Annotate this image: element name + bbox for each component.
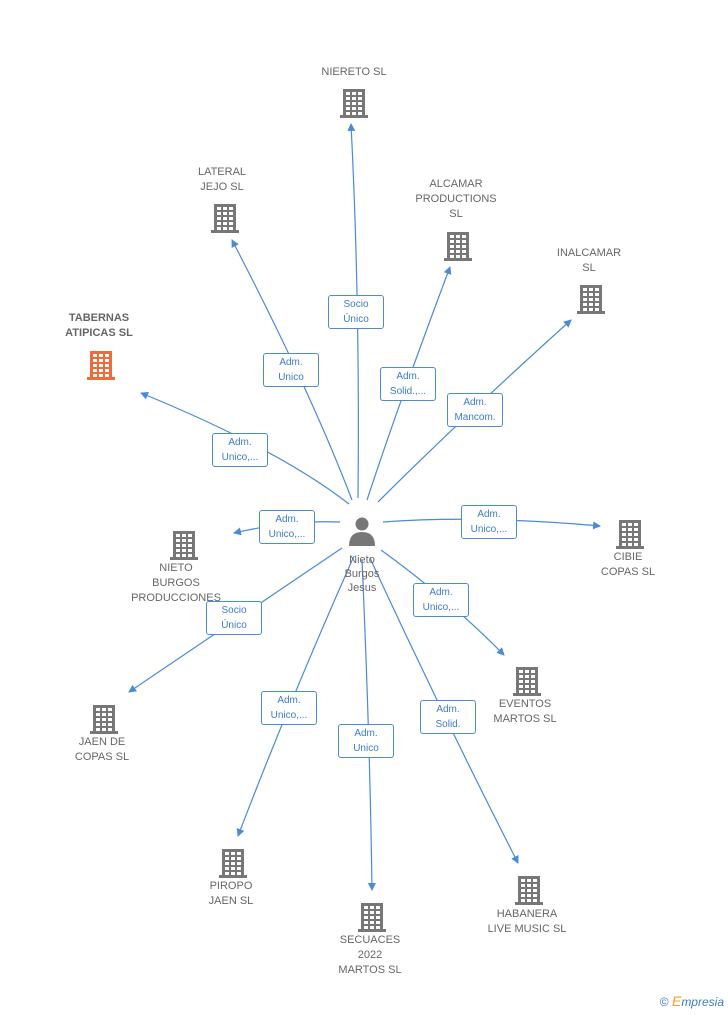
edge-role-badge-cibie[interactable]: Adm. Unico,...: [461, 505, 517, 539]
company-label-piropo[interactable]: PIROPO JAEN SL: [208, 880, 254, 907]
habanera-building-icon[interactable]: [515, 876, 543, 905]
brand-logo-initial: E: [671, 993, 682, 1009]
person-body-icon: [349, 532, 375, 546]
edge-role-badge-tabernas[interactable]: Adm. Unico,...: [212, 433, 268, 467]
eventos-building-icon[interactable]: [513, 667, 541, 696]
person-node[interactable]: [349, 517, 375, 547]
company-label-tabernas[interactable]: TABERNAS ATIPICAS SL: [65, 312, 133, 339]
secuaces-building-icon[interactable]: [358, 903, 386, 932]
edge-role-badge-lateral[interactable]: Adm. Unico: [263, 353, 319, 387]
edge-role-badge-habanera[interactable]: Adm. Solid.: [420, 700, 476, 734]
lateral-building-icon[interactable]: [211, 204, 239, 233]
edge-role-badge-eventos[interactable]: Adm. Unico,...: [413, 583, 469, 617]
nieto_burgos-building-icon[interactable]: [170, 531, 198, 560]
company-label-jaen[interactable]: JAEN DE COPAS SL: [74, 736, 130, 763]
company-label-nieto_burgos[interactable]: NIETO BURGOS PRODUCCIONES: [131, 562, 221, 604]
company-label-lateral[interactable]: LATERAL JEJO SL: [197, 166, 247, 193]
company-label-eventos[interactable]: EVENTOS MARTOS SL: [493, 698, 557, 725]
company-label-alcamar[interactable]: ALCAMAR PRODUCTIONS SL: [415, 178, 497, 220]
edge-role-badge-nieto_burgos[interactable]: Adm. Unico,...: [259, 510, 315, 544]
edge-role-badge-alcamar[interactable]: Adm. Solid.,...: [380, 367, 436, 401]
company-label-habanera[interactable]: HABANERA LIVE MUSIC SL: [487, 908, 567, 935]
footer-brand: © Empresia: [660, 993, 724, 1009]
edge-role-badge-secuaces[interactable]: Adm. Unico: [338, 724, 394, 758]
jaen-building-icon[interactable]: [90, 705, 118, 734]
person-head-icon: [355, 517, 369, 531]
edge-role-badge-jaen[interactable]: Socio Único: [206, 601, 262, 635]
company-label-niereto[interactable]: NIERETO SL: [321, 66, 387, 78]
company-label-secuaces[interactable]: SECUACES 2022 MARTOS SL: [338, 934, 402, 976]
edge-role-badge-niereto[interactable]: Socio Único: [328, 295, 384, 329]
company-label-inalcamar[interactable]: INALCAMAR SL: [556, 247, 622, 274]
edge-role-badge-piropo[interactable]: Adm. Unico,...: [261, 691, 317, 725]
piropo-building-icon[interactable]: [219, 849, 247, 878]
tabernas-building-icon[interactable]: [87, 351, 115, 380]
niereto-building-icon[interactable]: [340, 89, 368, 118]
alcamar-building-icon[interactable]: [444, 232, 472, 261]
cibie-building-icon[interactable]: [616, 520, 644, 549]
person-name[interactable]: Nieto Burgos Jesus: [344, 554, 380, 594]
edge-role-badge-inalcamar[interactable]: Adm. Mancom.: [447, 393, 503, 427]
company-label-cibie[interactable]: CIBIE COPAS SL: [600, 551, 656, 578]
inalcamar-building-icon[interactable]: [577, 285, 605, 314]
brand-logo-text: mpresia: [681, 995, 724, 1009]
copyright-icon: ©: [659, 995, 669, 1009]
